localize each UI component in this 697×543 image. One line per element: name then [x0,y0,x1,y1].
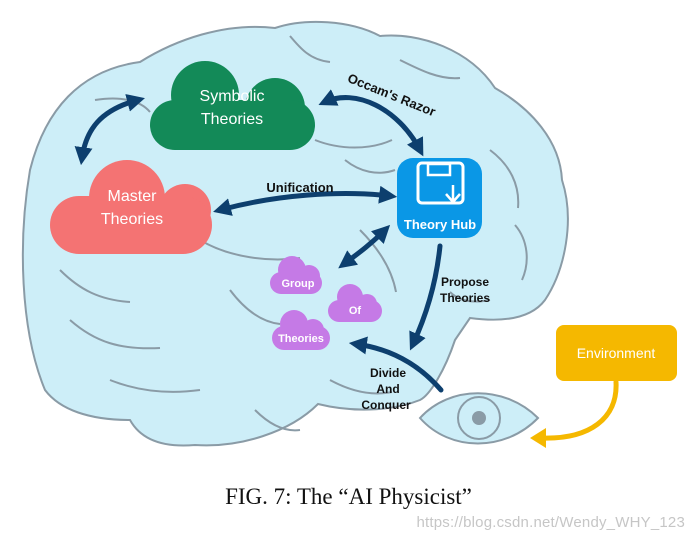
master-theories-node: Master Theories [50,160,212,254]
watermark: https://blog.csdn.net/Wendy_WHY_123 [416,514,685,531]
propose-label-line1: Propose [441,275,489,289]
group-cloud: Group [270,256,322,294]
unification-arrow [213,185,398,216]
divide-conquer-arrow [348,336,444,393]
of-label: Of [349,305,362,317]
propose-theories-arrow [409,243,443,351]
floppy-disk-icon [416,161,465,205]
theories-cloud: Theories [272,310,330,350]
eye-icon [418,392,540,445]
of-cloud: Of [328,284,382,322]
symbolic-label-line1: Symbolic [200,88,265,105]
symbolic-master-arrow [74,94,145,166]
arrows [74,89,444,393]
symbolic-theories-node: Symbolic Theories [150,61,315,150]
group-label: Group [282,278,315,290]
environment-label: Environment [577,345,656,361]
divide-label-line3: Conquer [361,398,411,412]
theories-label: Theories [278,333,324,345]
divide-label-line1: Divide [370,366,406,380]
environment-node: Environment [556,325,677,381]
propose-label-line2: Theories [440,291,490,305]
master-label-line1: Master [108,188,158,205]
master-label-line2: Theories [101,211,163,228]
environment-eye-arrow [537,379,619,441]
environment-eye-arrowhead [530,428,546,448]
theory-hub-label: Theory Hub [404,217,476,232]
symbolic-label-line2: Theories [201,111,263,128]
divide-label-line2: And [376,382,399,396]
figure-caption: FIG. 7: The “AI Physicist” [225,484,472,509]
theory-hub-node: Theory Hub [397,158,482,238]
unification-label: Unification [266,180,333,195]
occam-razor-arrow [318,89,424,157]
hub-group-arrow [338,224,391,269]
